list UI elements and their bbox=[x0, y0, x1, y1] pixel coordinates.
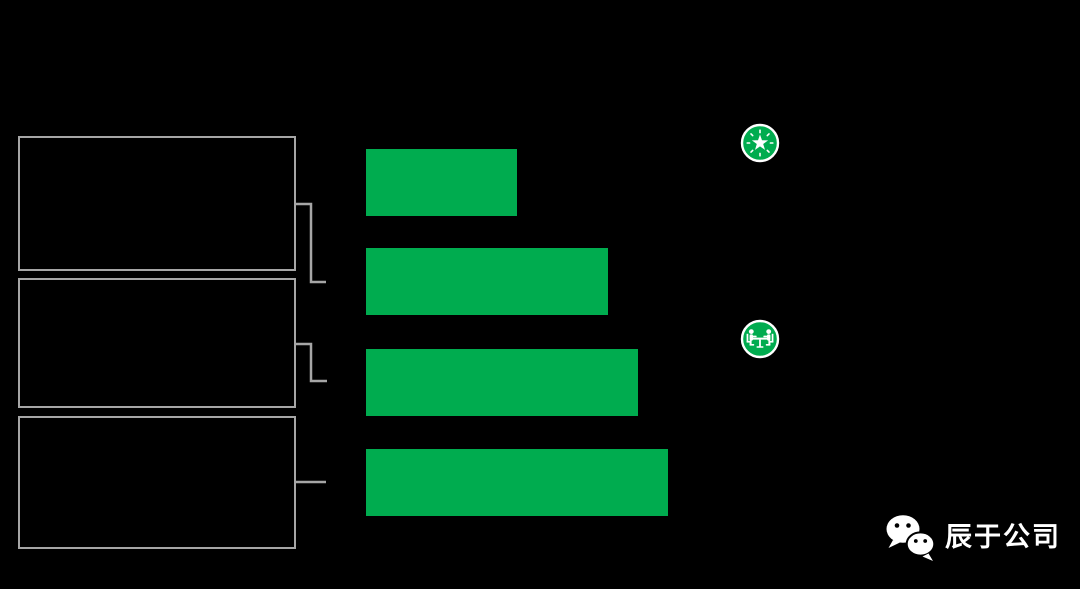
meeting-table-icon bbox=[739, 318, 781, 360]
bar bbox=[366, 149, 517, 216]
wechat-logo-icon bbox=[886, 515, 936, 561]
connector-box2-to-bar3 bbox=[296, 342, 327, 383]
sparkle-star-icon bbox=[739, 122, 781, 164]
bar bbox=[366, 449, 668, 516]
bar bbox=[366, 349, 638, 416]
annotation-box-3 bbox=[18, 416, 296, 549]
annotation-box-1 bbox=[18, 136, 296, 271]
brand-name: 辰于公司 bbox=[945, 522, 1061, 552]
annotation-box-2 bbox=[18, 278, 296, 408]
brand-footer: 辰于公司 bbox=[884, 510, 1061, 564]
bar bbox=[366, 248, 608, 315]
connector-box1-to-bar2 bbox=[296, 202, 326, 284]
